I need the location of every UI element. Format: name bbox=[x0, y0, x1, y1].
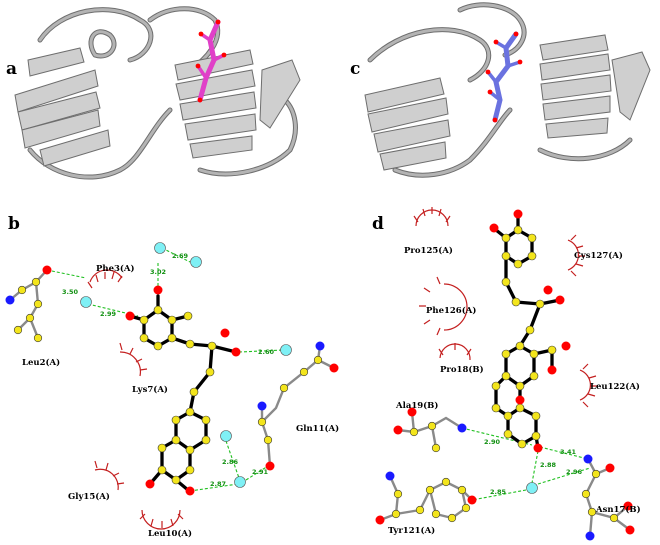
hbond-label: 2.85 bbox=[490, 488, 507, 496]
hbond-label: 3.02 bbox=[150, 268, 166, 276]
residue-tyr121-d bbox=[375, 471, 477, 525]
hbond-label: 2.88 bbox=[540, 461, 557, 469]
hbond-label: 2.90 bbox=[484, 438, 501, 446]
residue-label-gly15: Gly15(A) bbox=[68, 491, 110, 502]
residue-label-asn17: Asn17(B) bbox=[595, 504, 641, 515]
residue-label-gln11: Gln11(A) bbox=[296, 423, 339, 434]
residue-asn17-d bbox=[581, 454, 635, 541]
hbond-label: 2.86 bbox=[222, 458, 239, 466]
ligand-a bbox=[195, 19, 227, 103]
panel-c-letter: c bbox=[350, 59, 360, 79]
hbond-label: 2.87 bbox=[210, 480, 226, 488]
waters-b bbox=[80, 242, 292, 488]
residue-ala19-d bbox=[393, 407, 467, 453]
hbond-label: 2.91 bbox=[252, 468, 269, 476]
ligand-atoms-b bbox=[125, 285, 241, 496]
residue-label-leu10: Leu10(A) bbox=[148, 528, 192, 539]
residue-label-ala19: Ala19(B) bbox=[395, 400, 438, 411]
hbond-label: 3.41 bbox=[560, 448, 577, 456]
hbond-label: 2.96 bbox=[566, 468, 583, 476]
hbond-label: 3.50 bbox=[62, 288, 79, 296]
hbond-label: 2.99 bbox=[100, 310, 117, 318]
panel-a-letter: a bbox=[6, 59, 17, 79]
panel-b-letter: b bbox=[8, 214, 20, 234]
panel-b-interaction-map: b bbox=[5, 214, 339, 539]
ligand-atoms-d bbox=[489, 209, 571, 453]
protein-ribbon-a bbox=[14, 6, 301, 180]
residue-leu2-b bbox=[5, 265, 52, 343]
panel-d-letter: d bbox=[372, 214, 384, 234]
residue-label-cys127: Cys127(A) bbox=[574, 250, 623, 261]
residue-label-lys7: Lys7(A) bbox=[132, 384, 168, 395]
residue-label-phe126: Phe126(A) bbox=[426, 305, 476, 316]
hbonds-d bbox=[461, 427, 591, 501]
panel-d-interaction-map: d bbox=[372, 207, 641, 541]
residue-label-pro18: Pro18(B) bbox=[440, 364, 484, 375]
residue-label-tyr121: Tyr121(A) bbox=[388, 525, 435, 536]
hydrophobic-contacts-b bbox=[87, 269, 184, 530]
residue-label-leu122: Leu122(A) bbox=[590, 381, 640, 392]
residue-label-pro125: Pro125(A) bbox=[404, 245, 453, 256]
hydrophobic-contacts-d bbox=[413, 207, 597, 408]
residue-label-leu2: Leu2(A) bbox=[22, 357, 60, 368]
hbond-label: 2.69 bbox=[172, 252, 189, 260]
ligand-c bbox=[485, 31, 523, 123]
panel-c-structure: c bbox=[350, 2, 651, 178]
water-d bbox=[526, 482, 538, 494]
residue-gln11-b bbox=[257, 341, 339, 471]
hbond-label: 2.60 bbox=[258, 348, 275, 356]
panel-a-structure: a bbox=[6, 6, 301, 180]
protein-ribbon-c bbox=[364, 2, 651, 178]
hbonds-b bbox=[46, 247, 285, 492]
residue-label-phe3: Phe3(A) bbox=[96, 263, 135, 274]
